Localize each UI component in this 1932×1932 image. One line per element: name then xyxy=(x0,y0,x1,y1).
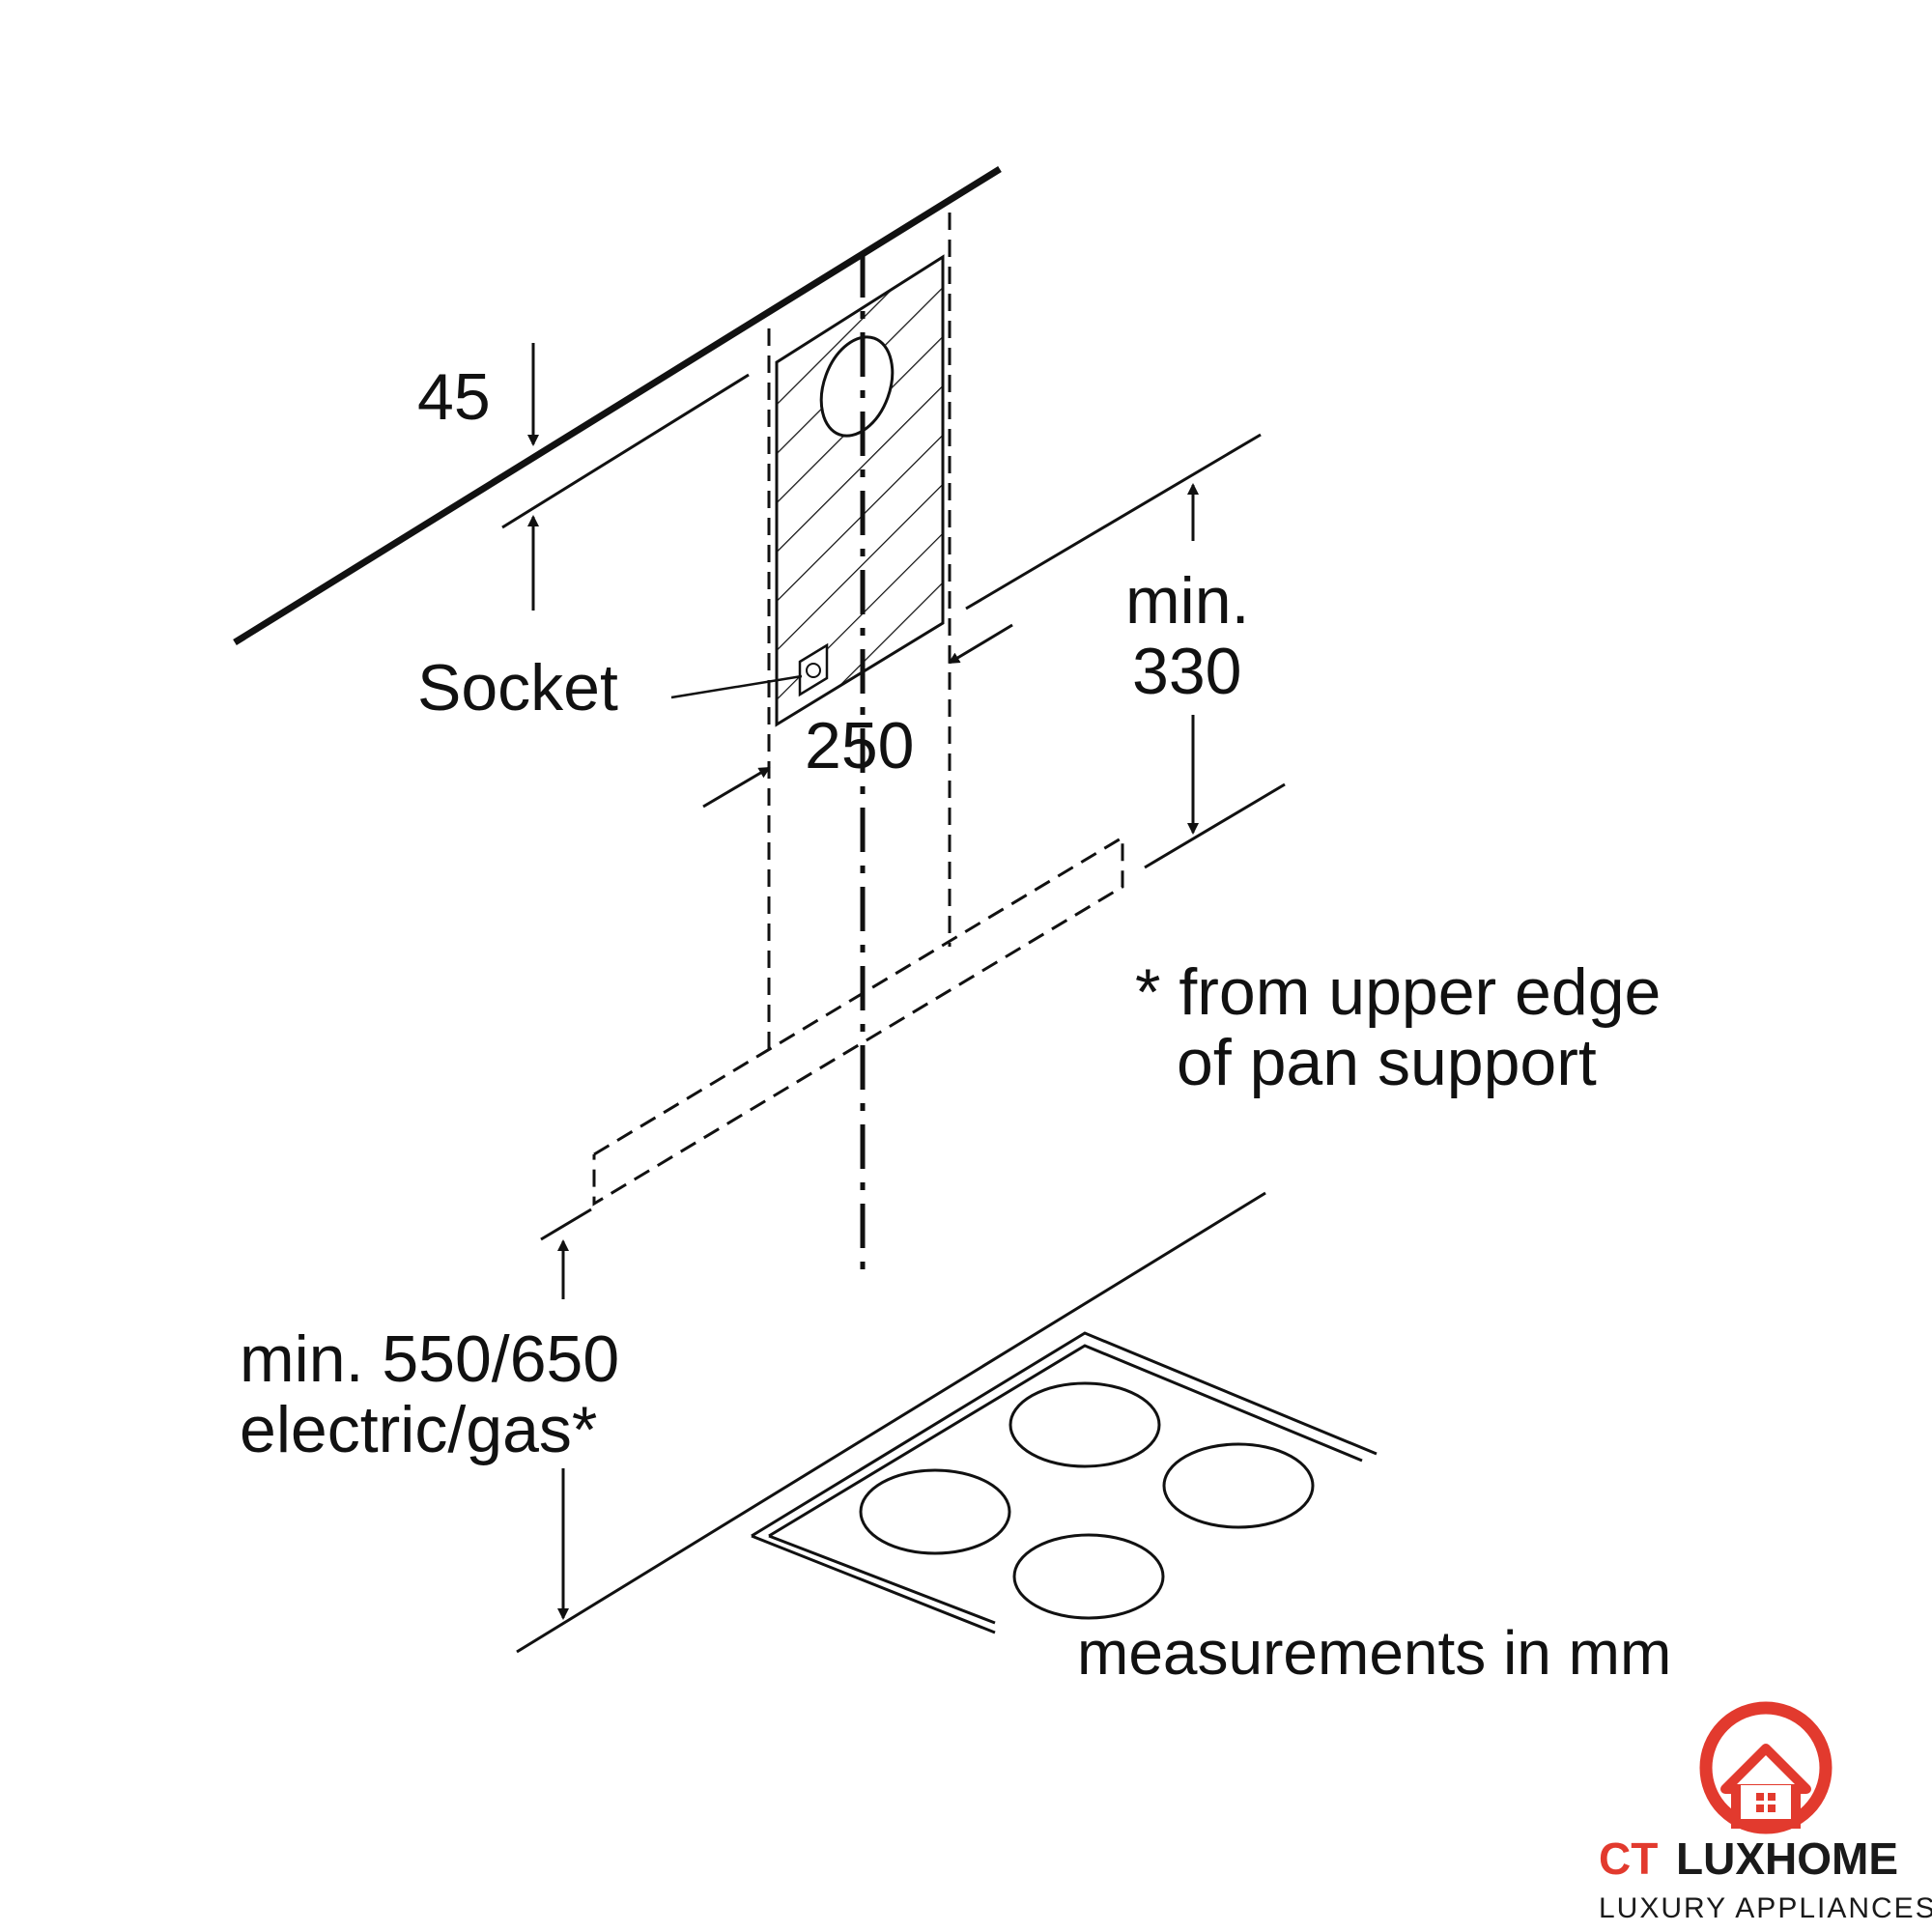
burner-back xyxy=(1009,1381,1161,1468)
ref-line-hood-bottom xyxy=(540,1208,592,1241)
arrow-250-right xyxy=(948,623,1013,665)
logo-tagline: LUXURY APPLIANCES xyxy=(1599,1892,1932,1924)
duct-opening xyxy=(819,335,895,438)
min-550-label-line1: min. 550/650 xyxy=(240,1322,619,1396)
hob xyxy=(751,1331,1378,1634)
wall-mounting-area xyxy=(775,254,945,727)
pan-support-note-line1: * from upper edge xyxy=(1135,955,1661,1029)
ceiling-line xyxy=(233,166,1002,645)
dim-250-label: 250 xyxy=(805,709,914,782)
countertop-line xyxy=(516,1191,1266,1654)
socket-icon xyxy=(798,642,829,697)
dim-45-label: 45 xyxy=(417,360,491,434)
units-note: measurements in mm xyxy=(1077,1618,1671,1688)
house-icon xyxy=(1720,1744,1811,1829)
min-550-label-line2: electric/gas* xyxy=(240,1393,597,1466)
brand-logo: CT LUXHOME LUXURY APPLIANCES xyxy=(1599,1701,1932,1924)
pan-support-note-line2: of pan support xyxy=(1177,1026,1597,1099)
burner-front xyxy=(1012,1533,1165,1620)
ref-line-lower xyxy=(1144,782,1286,869)
burner-left xyxy=(859,1468,1011,1555)
burner-right xyxy=(1162,1442,1315,1529)
logo-ct: CT xyxy=(1599,1833,1658,1884)
hood-outline xyxy=(592,835,1124,1207)
min-330-label-line1: min. xyxy=(1125,564,1249,638)
min-330-label-line2: 330 xyxy=(1132,635,1241,708)
logo-luxhome: LUXHOME xyxy=(1676,1833,1898,1884)
arrow-250-left xyxy=(702,766,771,809)
ceiling-offset-line xyxy=(501,373,750,529)
ref-line-upper xyxy=(965,433,1262,611)
socket-leader xyxy=(670,674,803,699)
socket-label: Socket xyxy=(417,651,618,724)
